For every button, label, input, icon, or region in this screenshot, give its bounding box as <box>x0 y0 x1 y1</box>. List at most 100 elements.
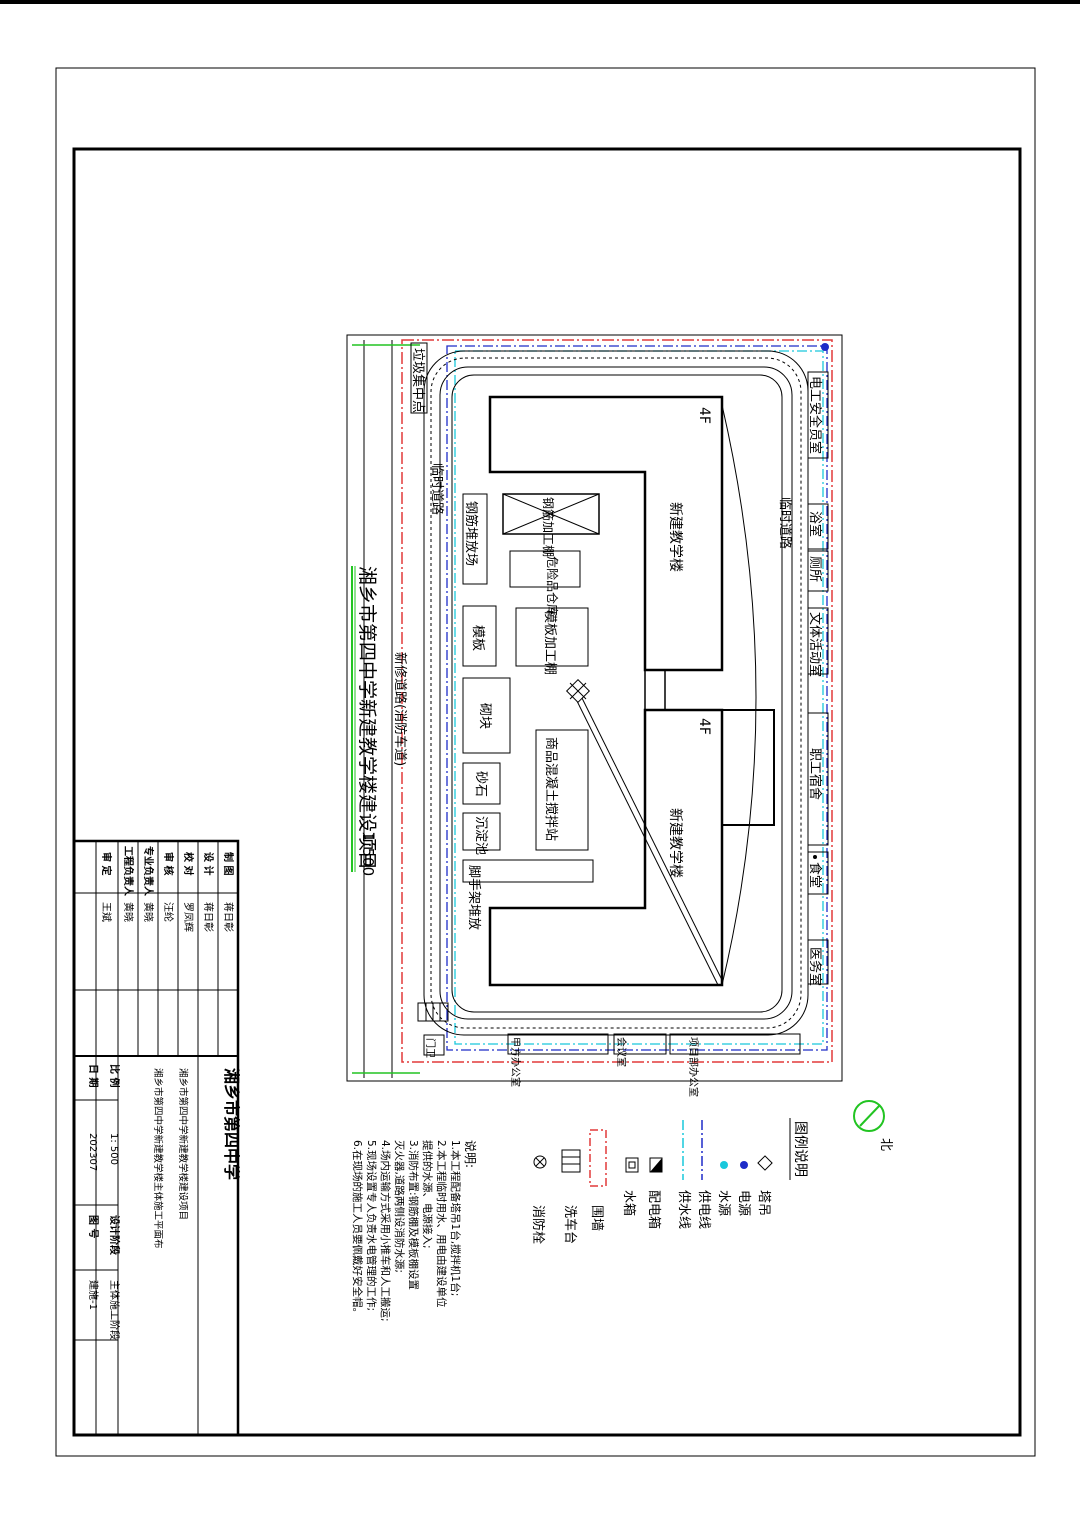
site-plan: 垃圾集中点 电工安全员室 临时道路 临时道路 钢筋堆放场 钢筋加工棚 危险品仓库… <box>346 334 843 1097</box>
role-label: 制 图 <box>222 852 235 875</box>
note-line: 5.现场设置专人负责水电管理的工作; <box>365 1140 378 1311</box>
tower-crane-legend-icon <box>757 1155 773 1171</box>
staff-dorm-label: 职工宿舍 <box>807 748 823 800</box>
note-line: 4.场内运输方式采用小推车和人工搬运; <box>379 1140 392 1322</box>
legend-label-water-line: 供水线 <box>676 1190 691 1229</box>
garbage-point-box <box>410 342 428 414</box>
staff-dorm <box>807 712 829 846</box>
clinic-label: 医务室 <box>807 947 823 986</box>
hydrant-legend-icon <box>533 1155 547 1169</box>
legend-label-wash-station: 洗车台 <box>562 1205 578 1244</box>
bath-label: 浴室 <box>807 511 823 537</box>
number-label: 图 号 <box>87 1215 99 1238</box>
pm-office <box>669 1033 801 1055</box>
bath <box>807 503 829 550</box>
rebar-shed-label: 钢筋加工棚 <box>541 497 556 557</box>
toilet <box>807 550 829 592</box>
crane-jib <box>573 694 719 986</box>
owner-office-label: 甲方办公室 <box>509 1037 522 1087</box>
new-building-lower-label: 新建教学楼 <box>667 808 683 878</box>
role-name: 王斌 <box>100 902 112 922</box>
canteen-label: 食堂 <box>807 862 823 888</box>
new-building-upper-label: 新建教学楼 <box>667 502 683 572</box>
power-source-icon <box>821 343 829 351</box>
legend-label-distribution-box: 配电箱 <box>646 1190 662 1229</box>
role-label: 专业负责人 <box>142 846 155 897</box>
role-label: 工程负责人 <box>122 846 135 897</box>
formwork-yard <box>462 605 497 667</box>
note-line: 6.在现场的施工人员要佩戴好安全帽。 <box>351 1140 364 1318</box>
north-label: 北 <box>878 1138 893 1151</box>
gate-label: 门卫 <box>424 1038 437 1058</box>
culture-room <box>807 607 829 675</box>
role-label: 审 定 <box>100 852 113 875</box>
ring-road-inner <box>439 366 793 1020</box>
legend-title: 图例说明 <box>792 1121 808 1177</box>
culture-room-label: 文体活动室 <box>807 612 823 677</box>
block-yard-label: 砌块 <box>477 703 492 729</box>
water-source-legend-icon <box>720 1161 728 1169</box>
fence-legend-icon <box>589 1129 607 1187</box>
power-line <box>446 345 828 1051</box>
legend-label-power-source: 电源 <box>736 1190 751 1216</box>
power-source-legend-icon <box>740 1161 748 1169</box>
fence-line <box>401 339 833 1063</box>
legend: 图例说明 塔吊 电源 水源 供电线 供水线 配电箱 水箱 围墙 <box>530 1118 808 1244</box>
block-yard <box>462 677 511 754</box>
number-value: 建施-1 <box>87 1280 100 1310</box>
crane-jib <box>577 689 723 981</box>
legend-label-hydrant: 消防栓 <box>530 1205 546 1244</box>
title-block-drawing-name: 湘乡市第四中学新建教学楼主体施工平面布 <box>152 1068 164 1249</box>
crane-reach-arc <box>721 404 757 986</box>
ring-road-outer <box>423 350 809 1036</box>
canteen <box>807 851 829 895</box>
sheet-border <box>55 67 1036 1457</box>
role-name: 蒋日彰 <box>222 902 235 932</box>
hazardous-storage <box>509 550 581 588</box>
note-line: 1.本工程配备塔吊1台,搅拌机1台; <box>449 1140 462 1296</box>
scaffold-yard-label: 脚手架堆放 <box>466 865 482 930</box>
legend-label-power-line: 供电线 <box>696 1190 711 1229</box>
electric-office <box>807 371 829 459</box>
role-label: 审 核 <box>162 852 175 875</box>
sand-stone-yard <box>462 762 501 805</box>
title-block-project: 湘乡市第四中学新建教学楼建设项目 <box>177 1068 189 1220</box>
distribution-box-legend-icon <box>649 1157 663 1173</box>
formwork-shed-label: 模板加工棚 <box>542 610 557 675</box>
water-pool <box>462 812 501 851</box>
water-box-legend-icon <box>625 1157 639 1173</box>
school-name: 湘乡市第四中学 <box>222 1068 241 1180</box>
legend-label-water-box: 水箱 <box>621 1190 637 1216</box>
role-name: 黄晓 <box>142 902 155 922</box>
gate <box>423 1034 445 1056</box>
floors-upper-label: 4F <box>696 407 712 424</box>
owner-office <box>507 1033 609 1055</box>
building-connector <box>644 669 666 711</box>
role-name: 蒋日彰 <box>202 902 215 932</box>
ring-road-mid <box>430 357 802 1029</box>
ring-road-core <box>451 374 783 1013</box>
stage-label: 设计阶段 <box>108 1215 121 1255</box>
site-plan-box <box>346 334 843 1082</box>
scale-label: 比 例 <box>108 1064 121 1087</box>
formwork-shed <box>515 607 589 667</box>
formwork-yard-label: 模板 <box>470 625 485 651</box>
building-annex <box>721 709 775 826</box>
sand-stone-label: 砂石 <box>473 771 488 797</box>
title-block <box>72 839 240 1437</box>
shed-cross <box>502 493 600 535</box>
electric-office-label: 电工安全员室 <box>807 376 823 454</box>
top-edge-line <box>0 0 1080 4</box>
new-building-lower <box>488 708 724 987</box>
notes: 说明: 1.本工程配备塔吊1台,搅拌机1台; 2.本工程临时用水、用电由建设单位… <box>351 1140 478 1322</box>
meeting-room-label: 会议室 <box>615 1037 628 1067</box>
temp-road-top-label: 临时道路 <box>777 497 793 549</box>
note-line: 灭火器,道路两侧设消防水源; <box>393 1140 406 1273</box>
role-name: 黄晓 <box>122 902 135 922</box>
role-name: 汪纶 <box>162 902 175 922</box>
date-label: 日 期 <box>87 1064 100 1087</box>
rebar-shed <box>502 493 600 535</box>
hazardous-storage-label: 危险品仓库 <box>545 556 560 616</box>
note-line: 提供的水源、电源接入; <box>421 1140 434 1249</box>
